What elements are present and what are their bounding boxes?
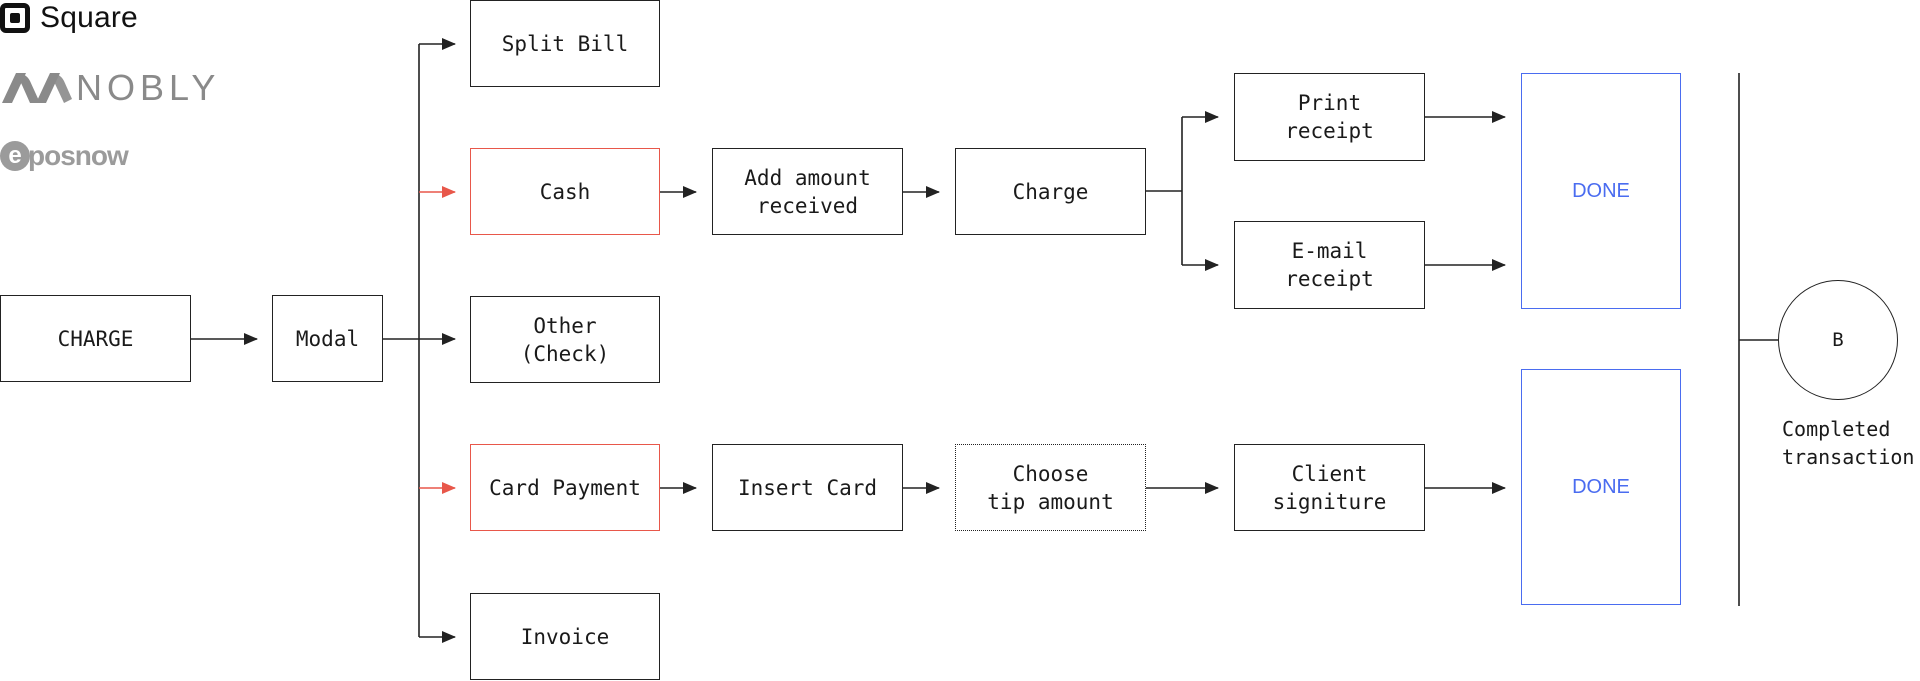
square-logo-icon [0,3,30,33]
email-receipt-box[interactable]: E-mail receipt [1234,221,1425,309]
nobly-logo-icon [2,73,72,103]
done-top-box[interactable]: DONE [1521,73,1681,309]
nobly-logo-text: NOBLY [76,67,221,108]
square-logo-text: Square [40,1,138,34]
insert-card-box[interactable]: Insert Card [712,444,903,531]
done-bottom-box[interactable]: DONE [1521,369,1681,605]
client-signature-box[interactable]: Client signiture [1234,444,1425,531]
add-amount-box[interactable]: Add amount received [712,148,903,235]
choose-tip-box[interactable]: Choose tip amount [955,444,1146,531]
split-bill-box[interactable]: Split Bill [470,0,660,87]
modal-box[interactable]: Modal [272,295,383,382]
completed-transaction-label: Completed transaction [1782,417,1915,469]
end-node-b[interactable]: B [1778,280,1898,400]
charge-start-box[interactable]: CHARGE [0,295,191,382]
eposnow-logo-text: posnow [28,140,129,171]
card-payment-box[interactable]: Card Payment [470,444,660,531]
print-receipt-box[interactable]: Print receipt [1234,73,1425,161]
square-logo: Square [0,0,138,36]
invoice-box[interactable]: Invoice [470,593,660,680]
charge-box[interactable]: Charge [955,148,1146,235]
eposnow-logo-icon: e [0,141,30,171]
other-check-box[interactable]: Other (Check) [470,296,660,383]
eposnow-logo: e posnow [0,136,129,176]
nobly-logo: NOBLY [0,67,221,108]
cash-box[interactable]: Cash [470,148,660,235]
